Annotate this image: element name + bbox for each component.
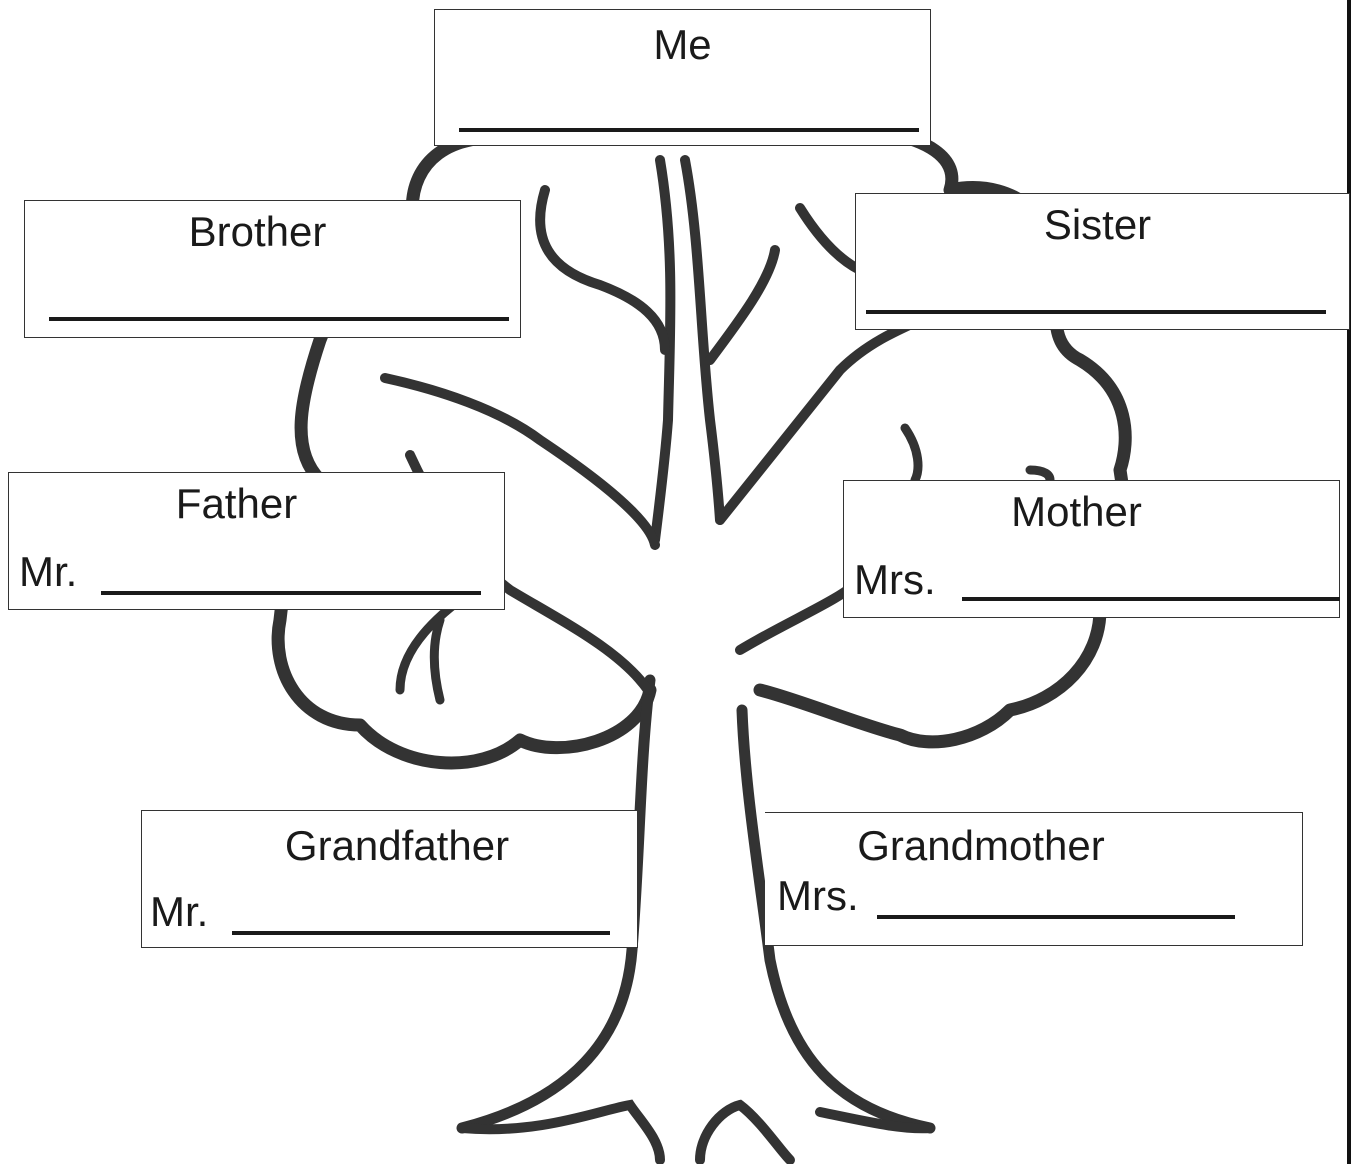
grandfather-name-blank[interactable] [232,931,610,935]
father-box: Father Mr. [8,472,505,610]
father-label: Father [175,480,298,527]
father-name-blank[interactable] [101,591,481,595]
mother-prefix: Mrs. [854,556,936,603]
mother-label: Mother [1011,488,1142,535]
tree-branch-center-right [680,155,725,525]
sister-box: Sister [855,193,1350,330]
brother-box: Brother [24,200,521,338]
tree-trunk-right [736,704,936,1134]
grandfather-prefix: Mr. [150,888,209,935]
grandmother-name-blank[interactable] [877,915,1235,919]
tree-roots [457,1099,935,1164]
grandmother-label: Grandmother [857,822,1105,869]
tree-trunk-left [456,674,656,1134]
me-name-blank[interactable] [459,128,919,132]
sister-label: Sister [1043,201,1152,248]
tree-inner-curl-left [395,595,465,705]
me-box: Me [434,9,931,146]
page-right-border [1347,0,1351,1164]
tree-branch-mid-left [380,373,660,550]
me-label: Me [653,21,712,68]
grandfather-label: Grandfather [284,822,510,869]
grandfather-box: Grandfather Mr. [141,810,638,948]
tree-branch-center-left [650,155,676,545]
grandmother-box: Grandmother Mrs. [765,812,1303,946]
grandmother-prefix: Mrs. [777,872,859,919]
tree-branch-upper-left [535,185,670,355]
mother-box: Mother Mrs. [843,480,1340,618]
brother-name-blank[interactable] [49,317,509,321]
father-prefix: Mr. [19,548,78,595]
tree-inner-curl-right [900,423,1055,485]
tree-branch-upper-right [705,245,780,365]
tree-branch-twig-right [795,203,865,275]
sister-name-blank[interactable] [866,310,1326,314]
mother-name-blank[interactable] [962,597,1340,601]
tree-branch-low-right [735,575,865,655]
brother-label: Brother [188,208,327,255]
